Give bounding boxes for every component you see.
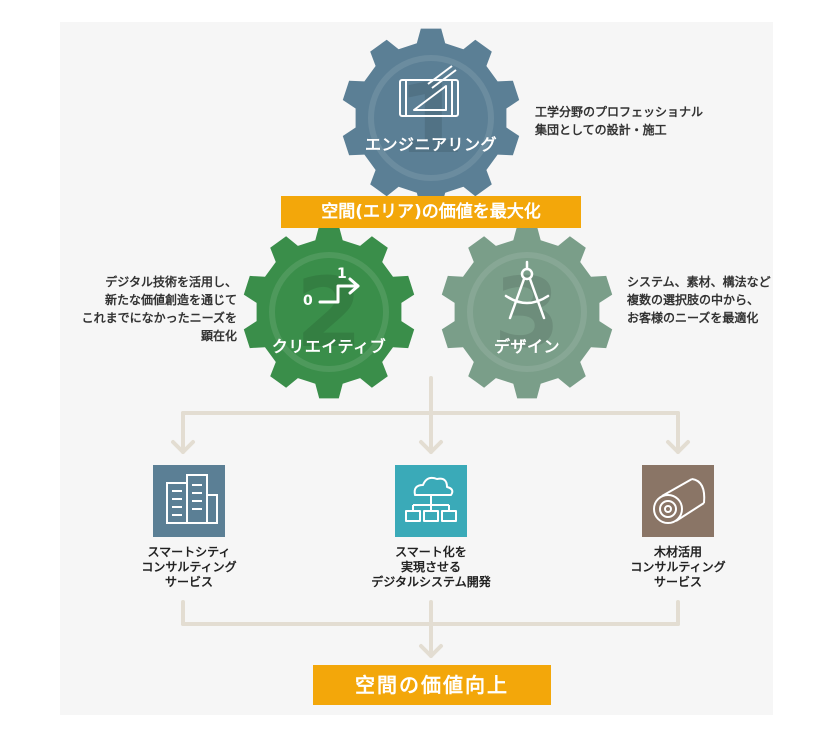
gear-inner-ring: [368, 55, 494, 181]
step-arrow-icon: [318, 277, 360, 304]
note-creative-line: これまでになかったニーズを: [81, 311, 237, 325]
gear-engineering: 1: [342, 28, 520, 208]
service-wood-use-line: サービス: [653, 575, 702, 589]
service-smart-city: スマートシティ コンサルティング サービス: [103, 545, 275, 590]
gear-inner-ring: [269, 252, 389, 372]
service-smart-city-line: サービス: [164, 575, 213, 589]
note-design-line: システム、素材、構法など: [627, 275, 771, 289]
gear-label-creative: クリエイティブ: [271, 337, 387, 356]
gear-number: 3: [494, 257, 561, 369]
gear-body: [441, 225, 613, 399]
service-digital-system: スマート化を 実現させる デジタルシステム開発: [341, 545, 521, 590]
service-wood-use-line: コンサルティング: [630, 560, 726, 574]
service-smart-city-line: コンサルティング: [141, 560, 237, 574]
note-creative: デジタル技術を活用し、 新たな価値創造を通じて これまでになかったニーズを 顕在…: [60, 273, 237, 345]
connector-lines: [171, 376, 690, 658]
note-design-line: 複数の選択肢の中から、: [627, 293, 760, 307]
note-creative-line: デジタル技術を活用し、: [105, 275, 237, 289]
wood-log-icon: [642, 465, 714, 537]
service-digital-system-line: デジタルシステム開発: [371, 575, 491, 589]
gear-body: [342, 28, 520, 208]
blueprint-icon: [399, 65, 459, 117]
note-engineering-line: 工学分野のプロフェッショナル: [535, 105, 704, 119]
step-digit-one: 1: [337, 266, 347, 282]
compass-icon: [504, 260, 550, 320]
city-buildings-icon: [153, 465, 225, 537]
service-digital-system-line: 実現させる: [400, 560, 461, 574]
gear-label-engineering: エンジニアリング: [364, 135, 497, 154]
step-digit-zero: 0: [303, 293, 313, 309]
service-smart-city-line: スマートシティ: [147, 545, 231, 559]
gear-design: 3: [441, 225, 613, 399]
gear-creative: 2: [243, 225, 415, 399]
note-engineering: 工学分野のプロフェッショナル 集団としての設計・施工: [535, 103, 703, 139]
note-creative-line: 新たな価値創造を通じて: [104, 293, 237, 307]
gear-number: 2: [296, 257, 363, 369]
note-creative-line: 顕在化: [200, 329, 237, 343]
note-design: システム、素材、構法など 複数の選択肢の中から、 お客様のニーズを最適化: [627, 273, 771, 327]
gear-inner-ring: [467, 252, 587, 372]
banner-space-value-up: 空間の価値向上: [313, 665, 551, 705]
cloud-network-icon: [395, 465, 467, 537]
service-wood-use-line: 木材活用: [653, 545, 702, 559]
banner-maximize-value: 空間(エリア)の価値を最大化: [281, 196, 581, 228]
service-digital-system-line: スマート化を: [395, 545, 467, 559]
gear-body: [243, 225, 415, 399]
note-design-line: お客様のニーズを最適化: [627, 311, 759, 325]
note-engineering-line: 集団としての設計・施工: [535, 123, 667, 137]
gear-label-design: デザイン: [493, 337, 560, 356]
service-wood-use: 木材活用 コンサルティング サービス: [592, 545, 764, 590]
